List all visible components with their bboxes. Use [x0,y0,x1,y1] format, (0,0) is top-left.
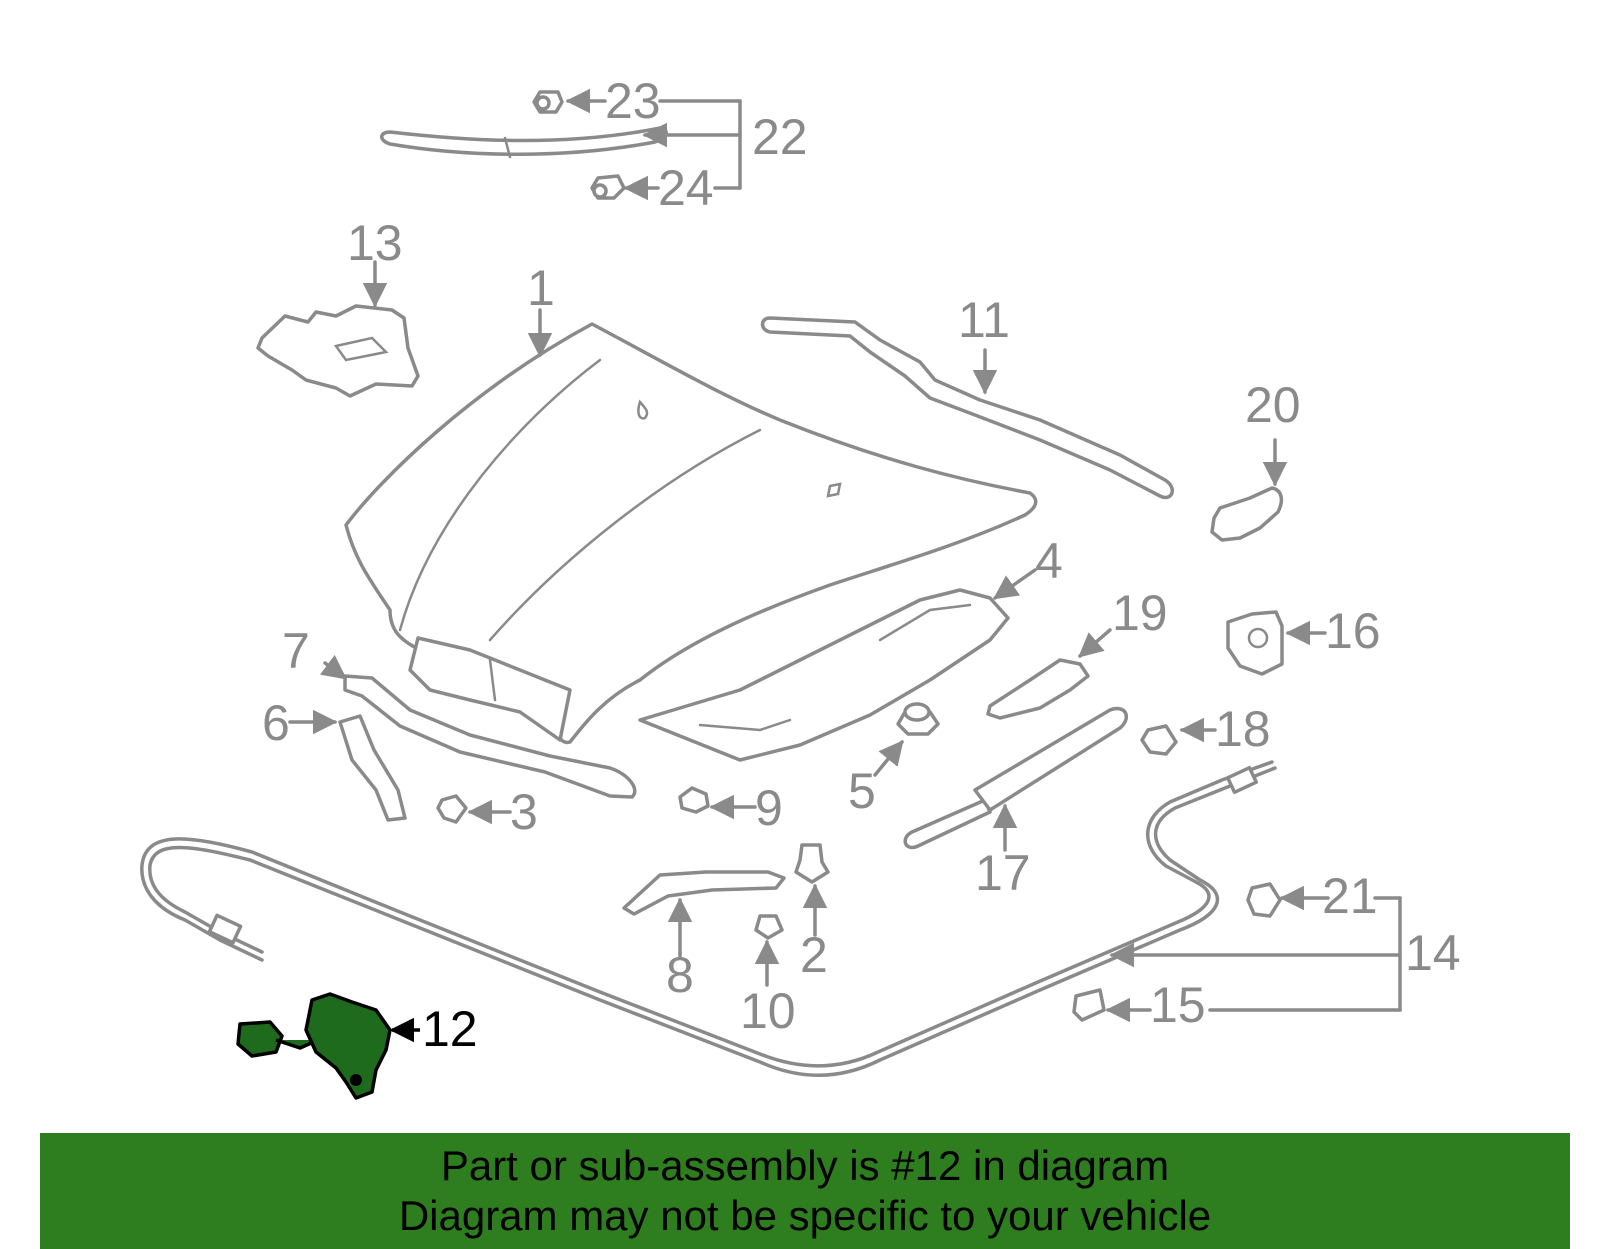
notice-line-disclaimer: Diagram may not be specific to your vehi… [398,1192,1212,1239]
callout-18: 18 [1215,701,1271,757]
callout-1: 1 [527,260,555,316]
callout-16: 16 [1325,603,1381,659]
callout-19: 19 [1112,585,1168,641]
callout-2: 2 [800,927,828,983]
callout-9: 9 [755,780,783,836]
callout-6: 6 [262,695,290,751]
part-1-hood[interactable] [344,322,1038,745]
part-4-insulator[interactable] [638,588,1010,762]
callout-24: 24 [658,160,714,216]
part-5-grommet[interactable] [896,702,940,736]
part-9-clip[interactable] [678,786,710,814]
callout-21: 21 [1322,868,1378,924]
part-19-bracket[interactable] [986,658,1090,720]
part-20-bracket[interactable] [1210,486,1284,542]
callout-7: 7 [282,623,310,679]
notice-line-part: Part or sub-assembly is #12 in diagram [440,1142,1170,1189]
part-12-latch-assembly[interactable] [236,992,392,1100]
part-8-bracket[interactable] [622,870,786,916]
part-13-bracket[interactable] [256,304,420,398]
part-2-clip[interactable] [794,843,830,884]
callout-8: 8 [666,947,694,1003]
part-6-bracket[interactable] [338,714,407,822]
part-14-cable[interactable] [140,760,1277,1077]
callout-17: 17 [975,845,1031,901]
part-22-molding[interactable] [380,126,668,159]
callout-22: 22 [752,109,808,165]
part-3-clip[interactable] [436,794,468,824]
callout-12: 12 [422,1001,478,1057]
callout-15: 15 [1150,977,1206,1033]
part-24-clip[interactable] [590,174,626,200]
part-11-seal[interactable] [760,316,1175,500]
part-23-clip[interactable] [532,90,564,114]
diagram-notice-banner: Part or sub-assembly is #12 in diagram D… [40,1133,1570,1249]
callout-14: 14 [1405,925,1461,981]
callout-5: 5 [848,763,876,819]
callout-13: 13 [347,215,403,271]
callout-4: 4 [1035,533,1063,589]
part-18-clip[interactable] [1140,724,1178,756]
callout-11: 11 [958,292,1010,348]
callout-10: 10 [740,983,796,1039]
callout-23: 23 [605,73,661,129]
part-16-latch[interactable] [1226,610,1284,676]
callout-20: 20 [1245,377,1301,433]
part-17-strut[interactable] [903,706,1129,850]
part-10-clip[interactable] [754,914,784,940]
part-15-clip[interactable] [1072,988,1106,1022]
part-21-clip[interactable] [1246,882,1282,918]
part-7-molding[interactable] [343,674,637,799]
callout-3: 3 [510,784,538,840]
